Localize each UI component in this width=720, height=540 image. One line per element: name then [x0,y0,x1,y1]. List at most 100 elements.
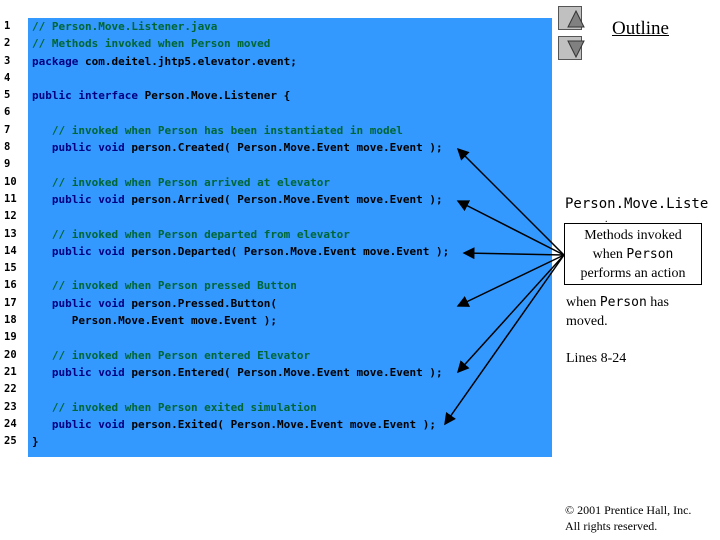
line-number: 20 [4,348,17,361]
code-line [32,156,552,173]
code-line: // invoked when Person arrived at elevat… [32,174,552,191]
triangle-up-icon [567,9,585,28]
description-when: when [566,295,600,310]
callout-line-2: when Person [565,245,701,264]
outline-link[interactable]: Outline [612,18,669,39]
code-comment: // invoked when Person departed from ele… [32,227,350,241]
code-line: // Methods invoked when Person moved [32,35,552,52]
code-line [32,260,552,277]
code-keyword: public void [32,296,125,310]
code-text: person.Entered( Person.Move.Event move.E… [124,365,443,379]
line-number: 8 [4,141,11,154]
code-comment: // invoked when Person pressed Button [32,279,297,293]
code-keyword: public void [32,141,125,155]
code-text: person.Exited( Person.Move.Event move.Ev… [124,417,436,431]
code-line [32,208,552,225]
code-text: Person.Move.Event move.Event ); [32,314,278,328]
line-number: 19 [4,331,17,344]
description-continued: when Person has moved. [566,293,716,331]
code-comment: // Methods invoked when Person moved [32,37,271,51]
description-line-1: when Person has [566,293,716,312]
line-number: 25 [4,435,17,448]
code-comment: // invoked when Person exited simulation [32,400,317,414]
code-text: person.Arrived( Person.Move.Event move.E… [124,192,443,206]
code-line: // invoked when Person entered Elevator [32,347,552,364]
code-listing: // Person.Move.Listener.java // Methods i… [32,18,552,450]
line-number: 22 [4,383,17,396]
code-line: public void person.Arrived( Person.Move.… [32,191,552,208]
code-text: person.Created( Person.Move.Event move.E… [124,141,443,155]
code-text: } [32,435,39,449]
line-number: 24 [4,417,17,430]
line-number: 4 [4,71,11,84]
code-line: } [32,433,552,450]
code-line: // invoked when Person pressed Button [32,277,552,294]
code-line: public void person.Pressed.Button( [32,295,552,312]
interface-name-dot: . [605,214,608,225]
code-keyword: public void [32,192,125,206]
line-number: 5 [4,89,11,102]
callout-person: Person [626,247,674,262]
line-number: 21 [4,365,17,378]
line-number: 17 [4,296,17,309]
code-line: public interface Person.Move.Listener { [32,87,552,104]
line-number: 16 [4,279,17,292]
code-text: Person.Move.Listener { [137,89,291,103]
line-number: 23 [4,400,17,413]
code-keyword: package [32,54,79,68]
callout-when: when [592,247,627,262]
description-person: Person [599,295,647,310]
copyright-notice: © 2001 Prentice Hall, Inc. All rights re… [565,502,691,534]
description-has: has [646,295,669,310]
callout-line-1: Methods invoked [584,228,682,243]
code-comment: // invoked when Person arrived at elevat… [32,175,331,189]
line-number: 6 [4,106,11,119]
code-keyword: public void [32,365,125,379]
code-line: public void person.Exited( Person.Move.E… [32,416,552,433]
code-line: // invoked when Person departed from ele… [32,226,552,243]
line-number: 7 [4,123,11,136]
code-line: // invoked when Person has been instanti… [32,122,552,139]
code-line: public void person.Entered( Person.Move.… [32,364,552,381]
line-number: 10 [4,175,17,188]
next-slide-button[interactable] [558,36,585,60]
line-number: 1 [4,20,11,32]
line-number: 11 [4,192,17,205]
code-text: person.Departed( Person.Move.Event move.… [124,244,450,258]
line-number: 13 [4,227,17,240]
code-line: // Person.Move.Listener.java [32,18,552,35]
callout-line-3: performs an action [580,266,686,281]
code-keyword: public void [32,417,125,431]
previous-slide-button[interactable] [558,6,585,30]
line-number: 2 [4,37,11,50]
copyright-line-2: All rights reserved. [565,519,658,533]
line-number: 18 [4,314,17,327]
line-number: 9 [4,158,11,171]
line-number: 14 [4,244,17,257]
code-comment: // invoked when Person has been instanti… [32,123,403,137]
description-line-2: moved. [566,314,608,329]
code-keyword: public void [32,244,125,258]
code-line [32,329,552,346]
code-line: public void person.Created( Person.Move.… [32,139,552,156]
code-line: Person.Move.Event move.Event ); [32,312,552,329]
code-line: package com.deitel.jhtp5.elevator.event; [32,53,552,70]
triangle-down-icon [567,40,585,59]
code-keyword: public interface [32,89,138,103]
code-text: person.Pressed.Button( [124,296,278,310]
line-range-label: Lines 8-24 [566,351,627,366]
code-comment: // invoked when Person entered Elevator [32,348,311,362]
copyright-line-1: © 2001 Prentice Hall, Inc. [565,503,692,517]
interface-name-label: Person.Move.Liste [565,196,709,212]
line-number: 3 [4,54,11,67]
line-number: 12 [4,210,17,223]
code-line: // invoked when Person exited simulation [32,399,552,416]
code-text: com.deitel.jhtp5.elevator.event; [78,54,297,68]
code-line [32,381,552,398]
code-comment: // Person.Move.Listener.java [32,20,218,33]
code-line [32,104,552,121]
code-line [32,70,552,87]
line-number: 15 [4,262,17,275]
code-line: public void person.Departed( Person.Move… [32,243,552,260]
